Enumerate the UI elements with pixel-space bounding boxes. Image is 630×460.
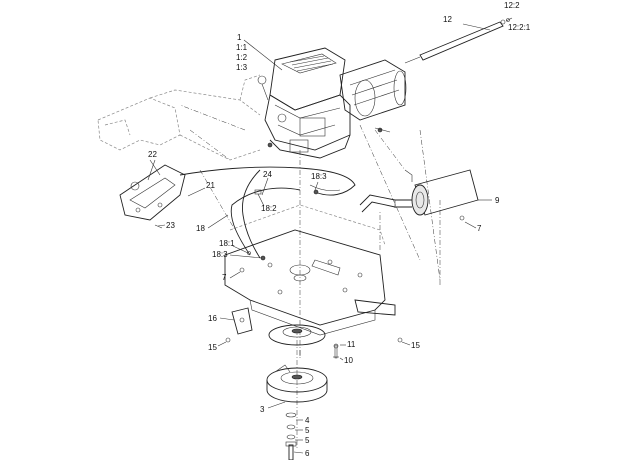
callout-1-1: 1:1	[236, 43, 248, 52]
callout-1: 1	[237, 33, 242, 42]
callout-15-right: 15	[411, 341, 420, 350]
callout-18-1: 18:1	[219, 239, 235, 248]
callout-3: 3	[260, 405, 265, 414]
muffler	[359, 169, 479, 221]
callout-4: 4	[305, 416, 310, 425]
callout-18-3-bottom: 18:3	[212, 250, 228, 259]
leader-lines	[179, 104, 441, 450]
callout-24: 24	[263, 170, 272, 179]
deck-plate	[224, 204, 396, 336]
washer-stack	[285, 412, 297, 460]
callout-18: 18	[196, 224, 205, 233]
callout-5-upper: 5	[305, 426, 310, 435]
callout-1-2: 1:2	[236, 53, 248, 62]
callout-12-2: 12:2	[504, 1, 520, 10]
callout-21: 21	[206, 181, 215, 190]
shaft-rod	[404, 18, 510, 64]
control-bracket	[119, 159, 186, 229]
callout-12-2-1: 12:2:1	[508, 23, 531, 32]
callout-9: 9	[495, 196, 500, 205]
callout-10: 10	[344, 356, 353, 365]
callout-leaders	[147, 17, 513, 454]
electric-clutch	[266, 364, 328, 403]
callout-11: 11	[347, 340, 356, 349]
callout-7-left: 7	[222, 273, 227, 282]
callout-5-lower: 5	[305, 436, 310, 445]
callout-12: 12	[443, 15, 452, 24]
fasteners	[225, 251, 403, 359]
clutch-plate	[268, 324, 326, 346]
callout-22: 22	[148, 150, 157, 159]
callout-18-3-top: 18:3	[311, 172, 327, 181]
callout-18-2: 18:2	[261, 204, 277, 213]
callout-7-right: 7	[477, 224, 482, 233]
frame-outline	[97, 74, 261, 161]
callout-15-left: 15	[208, 343, 217, 352]
callout-labels: 1 1:1 1:2 1:3 12 12:2 12:2:1 22 21 24 18…	[148, 1, 531, 458]
callout-23: 23	[166, 221, 175, 230]
callout-16: 16	[208, 314, 217, 323]
mount-bracket-16	[231, 307, 253, 335]
engine-assembly	[257, 47, 407, 159]
callout-1-3: 1:3	[236, 63, 248, 72]
callout-6: 6	[305, 449, 310, 458]
